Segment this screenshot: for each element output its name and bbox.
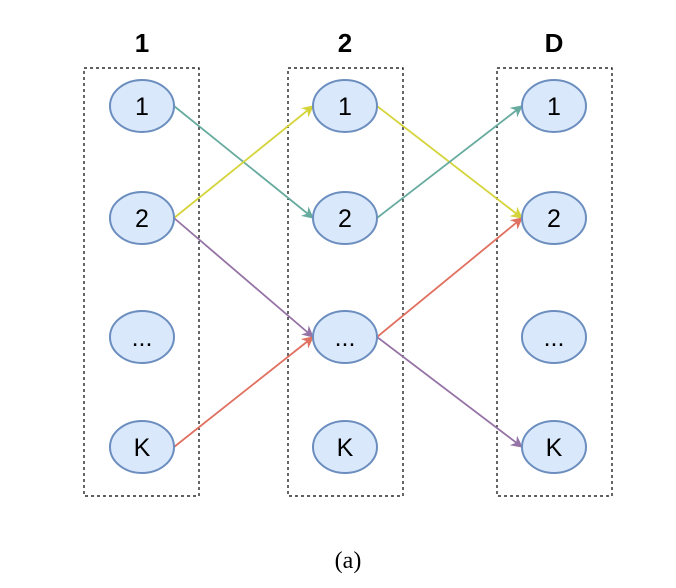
node-cd-2-label: 2	[547, 205, 561, 233]
node-cd-k	[521, 420, 587, 474]
node-c1-ellipsis-label: ...	[132, 324, 153, 352]
column-d-title: D	[545, 28, 564, 58]
node-cd-1-label: 1	[547, 93, 561, 121]
node-cd-2	[521, 191, 587, 245]
node-c2-k-label: K	[337, 434, 354, 462]
node-c1-k	[109, 420, 175, 474]
edge-purple-7	[376, 336, 523, 448]
node-c2-2-label: 2	[338, 205, 352, 233]
edge-red-6	[376, 217, 523, 338]
node-cd-k-label: K	[546, 434, 563, 462]
node-cd-1	[521, 79, 587, 133]
node-c2-1-label: 1	[338, 93, 352, 121]
node-c2-k	[312, 420, 378, 474]
column-2-nodes: 1 2 ... K	[312, 79, 378, 474]
column-1-box	[83, 67, 200, 497]
node-c1-2-label: 2	[135, 205, 149, 233]
edge-red-3	[173, 336, 314, 448]
column-1-title: 1	[135, 28, 149, 58]
edge-purple-2	[173, 217, 314, 338]
edge-yellow-1	[173, 105, 314, 219]
node-cd-ellipsis	[521, 310, 587, 364]
column-2-title: 2	[338, 28, 352, 58]
column-1-nodes: 1 2 ... K	[109, 79, 175, 474]
node-c2-ellipsis-label: ...	[335, 324, 356, 352]
node-cd-ellipsis-label: ...	[544, 324, 565, 352]
figure-caption: (a)	[335, 548, 362, 574]
node-c1-ellipsis	[109, 310, 175, 364]
node-c1-1	[109, 79, 175, 133]
node-c1-2	[109, 191, 175, 245]
node-c1-k-label: K	[134, 434, 151, 462]
edge-teal-5	[376, 105, 523, 219]
column-2-box	[287, 67, 404, 497]
node-c2-ellipsis	[312, 310, 378, 364]
column-d-box	[496, 67, 613, 497]
edges-layer	[173, 105, 523, 448]
node-c2-1	[312, 79, 378, 133]
column-d-nodes: 1 2 ... K	[521, 79, 587, 474]
node-c2-2	[312, 191, 378, 245]
node-c1-1-label: 1	[135, 93, 149, 121]
